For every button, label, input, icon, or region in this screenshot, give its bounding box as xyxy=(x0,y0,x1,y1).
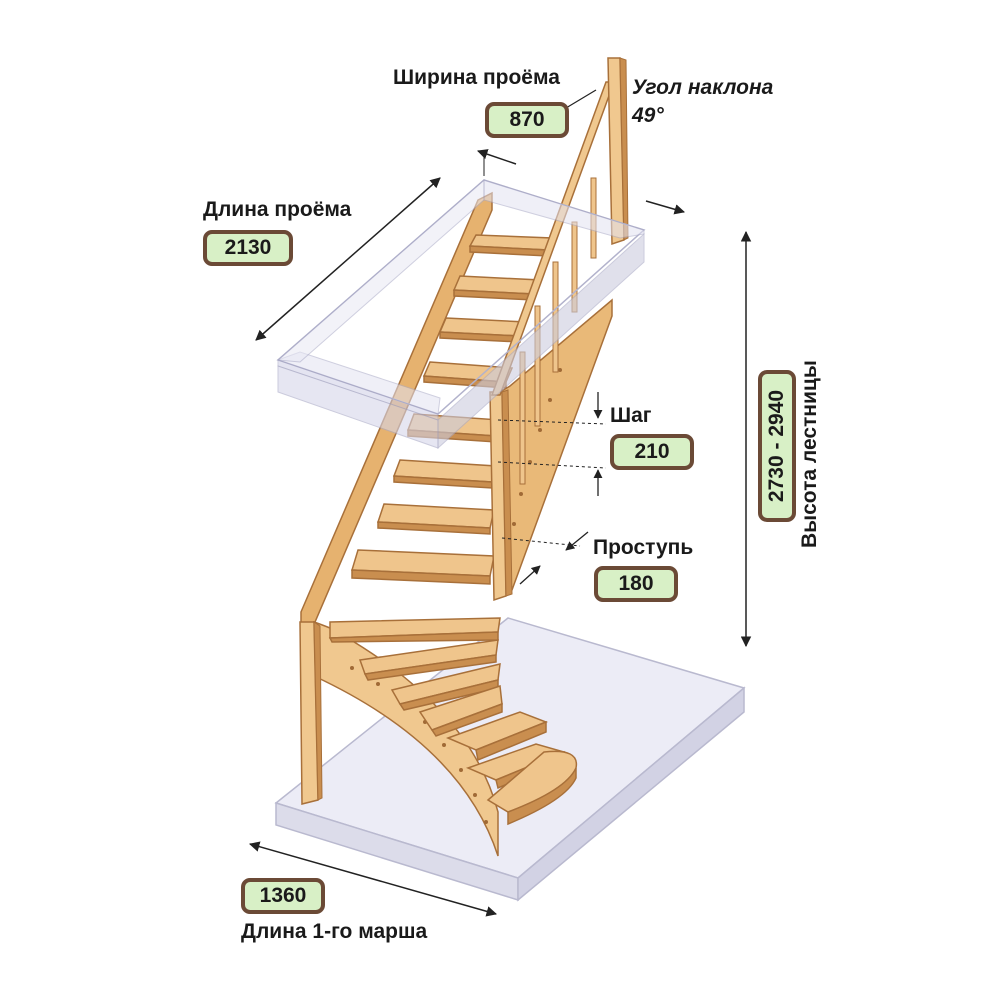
opening-width-badge: 870 xyxy=(485,102,569,138)
opening-length-badge: 2130 xyxy=(203,230,293,266)
incline-angle-label: Угол наклона xyxy=(632,76,774,99)
tread-depth-dimension xyxy=(501,531,589,585)
incline-angle-value: 49° xyxy=(632,104,664,127)
opening-length-dimension xyxy=(255,177,441,341)
newel-post-upper xyxy=(489,389,513,602)
tread-depth-badge: 180 xyxy=(594,566,678,602)
stair-height-label: Высота лестницы xyxy=(798,360,821,548)
first-flight-dimension xyxy=(248,841,498,917)
stair-height-badge: 2730 - 2940 xyxy=(758,370,796,522)
first-flight-label: Длина 1-го марша xyxy=(241,920,428,943)
newel-post-lower xyxy=(299,621,323,805)
tread-depth-label: Проступь xyxy=(593,536,694,559)
winder-treads xyxy=(328,617,578,826)
newel-post-top xyxy=(607,57,629,246)
first-flight-badge: 1360 xyxy=(241,878,325,914)
straight-treads xyxy=(351,234,554,585)
incline-angle-pointer xyxy=(565,89,597,109)
step-height-label: Шаг xyxy=(610,404,652,427)
opening-length-label: Длина проёма xyxy=(203,198,352,221)
opening-width-label: Ширина проёма xyxy=(393,66,560,89)
step-height-badge: 210 xyxy=(610,434,694,470)
step-height-dimension xyxy=(497,392,607,496)
opening-width-dimension xyxy=(477,149,686,215)
